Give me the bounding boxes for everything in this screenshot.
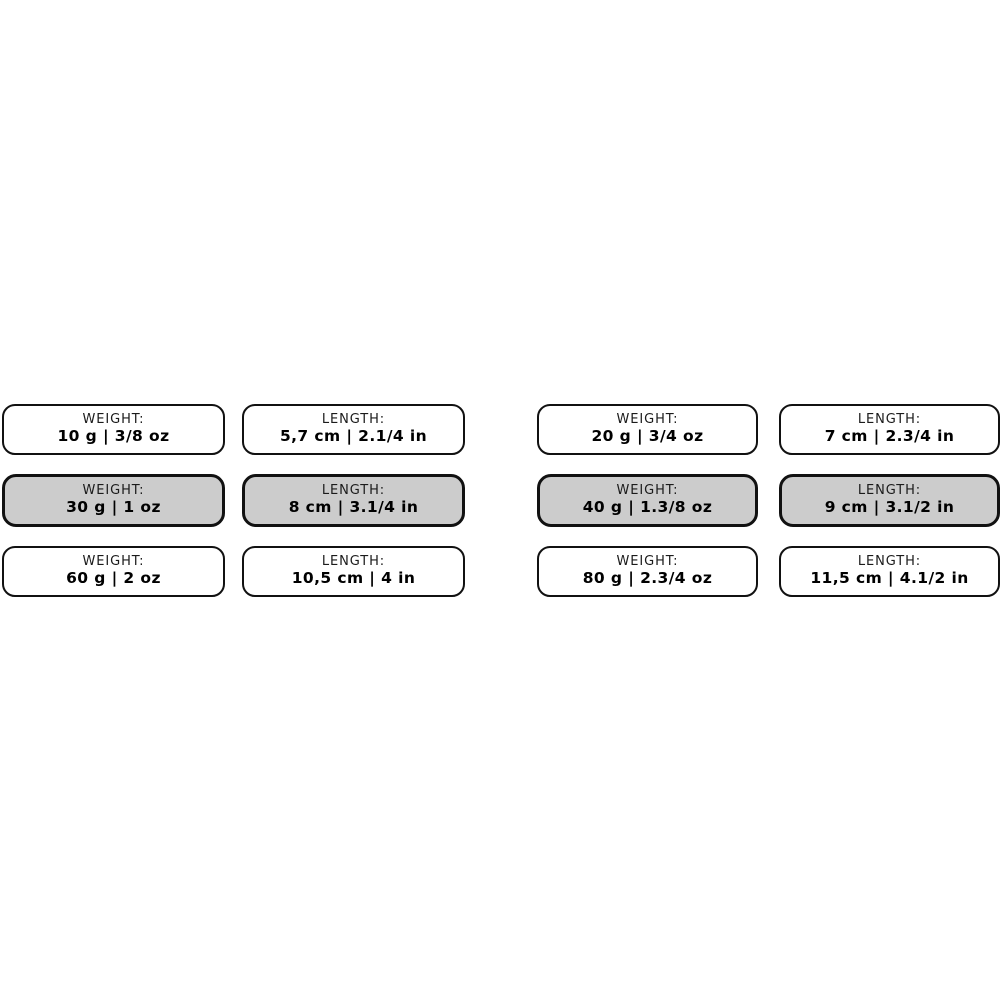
spec-row: WEIGHT: 20 g | 3/4 oz LENGTH: 7 cm | 2.3… [537,404,1000,455]
spec-label: LENGTH: [321,412,386,428]
spec-label: LENGTH: [857,554,922,570]
spec-value: 20 g | 3/4 oz [591,427,704,446]
spec-group-left: WEIGHT: 10 g | 3/8 oz LENGTH: 5,7 cm | 2… [2,404,465,598]
spec-card-length: LENGTH: 5,7 cm | 2.1/4 in [242,404,465,455]
spec-value: 9 cm | 3.1/2 in [824,498,955,517]
spec-label: WEIGHT: [616,483,679,499]
spec-card-weight: WEIGHT: 10 g | 3/8 oz [2,404,225,455]
spec-label: LENGTH: [857,483,922,499]
spec-value: 10,5 cm | 4 in [291,569,416,588]
spec-row: WEIGHT: 40 g | 1.3/8 oz LENGTH: 9 cm | 3… [537,474,1000,527]
spec-value: 10 g | 3/8 oz [57,427,170,446]
spec-label: WEIGHT: [82,483,145,499]
spec-row: WEIGHT: 80 g | 2.3/4 oz LENGTH: 11,5 cm … [537,546,1000,597]
spec-value: 60 g | 2 oz [66,569,161,588]
spec-card-weight: WEIGHT: 60 g | 2 oz [2,546,225,597]
spec-card-weight: WEIGHT: 80 g | 2.3/4 oz [537,546,758,597]
spec-value: 11,5 cm | 4.1/2 in [810,569,969,588]
spec-row: WEIGHT: 30 g | 1 oz LENGTH: 8 cm | 3.1/4… [2,474,465,527]
spec-row: WEIGHT: 10 g | 3/8 oz LENGTH: 5,7 cm | 2… [2,404,465,455]
spec-card-length: LENGTH: 9 cm | 3.1/2 in [779,474,1000,527]
spec-card-weight: WEIGHT: 40 g | 1.3/8 oz [537,474,758,527]
spec-label: LENGTH: [321,483,386,499]
spec-value: 5,7 cm | 2.1/4 in [279,427,428,446]
spec-label: LENGTH: [857,412,922,428]
spec-value: 30 g | 1 oz [66,498,161,517]
spec-card-weight: WEIGHT: 20 g | 3/4 oz [537,404,758,455]
spec-label: WEIGHT: [82,554,145,570]
spec-label: WEIGHT: [616,554,679,570]
spec-card-length: LENGTH: 11,5 cm | 4.1/2 in [779,546,1000,597]
spec-card-weight: WEIGHT: 30 g | 1 oz [2,474,225,527]
spec-value: 7 cm | 2.3/4 in [824,427,955,446]
spec-value: 80 g | 2.3/4 oz [582,569,713,588]
spec-value: 8 cm | 3.1/4 in [288,498,419,517]
spec-card-length: LENGTH: 10,5 cm | 4 in [242,546,465,597]
spec-label: WEIGHT: [616,412,679,428]
spec-card-length: LENGTH: 7 cm | 2.3/4 in [779,404,1000,455]
spec-row: WEIGHT: 60 g | 2 oz LENGTH: 10,5 cm | 4 … [2,546,465,597]
spec-label: LENGTH: [321,554,386,570]
spec-label: WEIGHT: [82,412,145,428]
spec-group-right: WEIGHT: 20 g | 3/4 oz LENGTH: 7 cm | 2.3… [537,404,1000,598]
spec-card-length: LENGTH: 8 cm | 3.1/4 in [242,474,465,527]
spec-value: 40 g | 1.3/8 oz [582,498,713,517]
